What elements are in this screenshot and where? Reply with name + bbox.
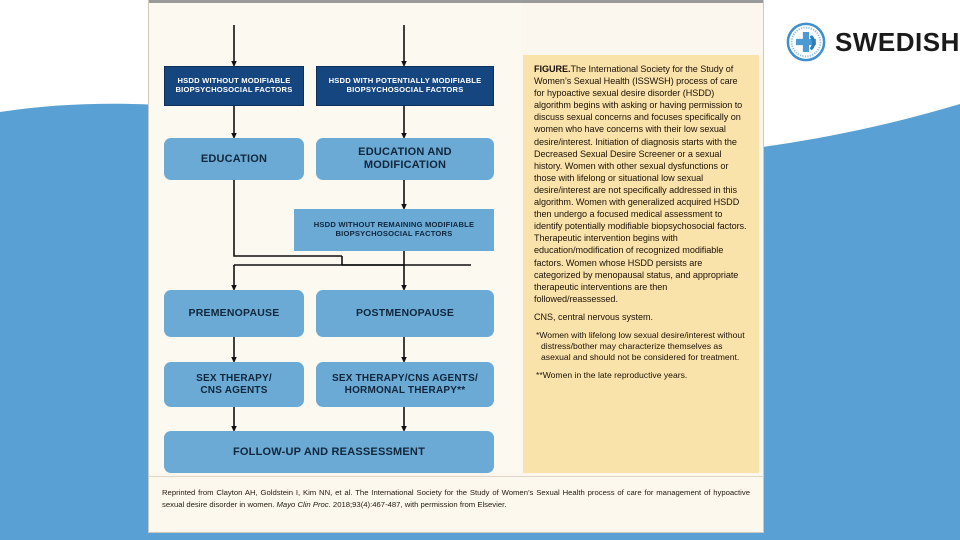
node-postmenopause[interactable]: POSTMENOPAUSE (316, 290, 494, 337)
node-line: SEX THERAPY/CNS AGENTS/ (332, 372, 478, 384)
node-follow-up-and-reassessment[interactable]: FOLLOW-UP AND REASSESSMENT (164, 431, 494, 473)
figure-citation: Reprinted from Clayton AH, Goldstein I, … (149, 476, 763, 530)
node-line: HORMONAL THERAPY** (344, 384, 466, 396)
figure-caption: FIGURE.The International Society for the… (523, 55, 759, 473)
caption-body-text: The International Society for the Study … (534, 64, 747, 304)
node-line: BIOPSYCHOSOCIAL FACTORS (346, 85, 464, 94)
node-education-and-modification[interactable]: EDUCATION AND MODIFICATION (316, 138, 494, 180)
brand-name: SWEDISH (835, 27, 960, 57)
citation-journal: Mayo Clin Proc. (276, 499, 331, 509)
node-line: HSDD WITHOUT MODIFIABLE (177, 76, 291, 86)
citation-suffix: 2018;93(4):467-487, with permission from… (330, 499, 507, 509)
node-line: POSTMENOPAUSE (355, 307, 455, 320)
caption-label: FIGURE. (534, 64, 571, 74)
node-line: BIOPSYCHOSOCIAL FACTORS (335, 229, 453, 238)
node-line: EDUCATION AND MODIFICATION (358, 146, 452, 171)
node-hsdd-without-remaining-modifiable[interactable]: HSDD WITHOUT REMAINING MODIFIABLE BIOPSY… (294, 209, 494, 251)
node-line: HSDD WITH POTENTIALLY MODIFIABLE (328, 76, 482, 86)
caption-footnote-1: *Women with lifelong low sexual desire/i… (536, 329, 745, 363)
node-education[interactable]: EDUCATION (164, 138, 304, 180)
node-line: SEX THERAPY/ (196, 372, 272, 384)
node-hsdd-with-potentially-modifiable[interactable]: HSDD WITH POTENTIALLY MODIFIABLE BIOPSYC… (316, 66, 494, 106)
node-line: PREMENOPAUSE (188, 307, 280, 320)
brand-logo: SWEDISH (786, 22, 960, 62)
node-line: EDUCATION (200, 152, 268, 165)
node-line: FOLLOW-UP AND REASSESSMENT (233, 445, 425, 458)
caption-footnote-2: **Women in the late reproductive years. (536, 369, 688, 380)
flowchart-connectors (231, 25, 471, 433)
node-line: CNS AGENTS (200, 384, 268, 396)
swedish-circle-cross-logo-icon (786, 22, 826, 62)
node-line: HSDD WITHOUT REMAINING MODIFIABLE (313, 220, 475, 230)
node-sex-therapy-cns-hormonal[interactable]: SEX THERAPY/CNS AGENTS/ HORMONAL THERAPY… (316, 362, 494, 407)
node-premenopause[interactable]: PREMENOPAUSE (164, 290, 304, 337)
caption-abbreviation: CNS, central nervous system. (534, 311, 654, 322)
node-line: BIOPSYCHOSOCIAL FACTORS (175, 85, 293, 94)
node-sex-therapy-cns-agents[interactable]: SEX THERAPY/ CNS AGENTS (164, 362, 304, 407)
citation-text: Reprinted from Clayton AH, Goldstein I, … (162, 487, 750, 510)
flowchart: HSDD WITHOUT MODIFIABLE BIOPSYCHOSOCIAL … (149, 3, 521, 473)
caption-text: FIGURE.The International Society for the… (534, 63, 750, 305)
citation-prefix: Reprinted from Clayton AH, Goldstein I, … (162, 488, 750, 509)
figure-panel: HSDD WITHOUT MODIFIABLE BIOPSYCHOSOCIAL … (148, 0, 764, 533)
node-hsdd-without-modifiable[interactable]: HSDD WITHOUT MODIFIABLE BIOPSYCHOSOCIAL … (164, 66, 304, 106)
